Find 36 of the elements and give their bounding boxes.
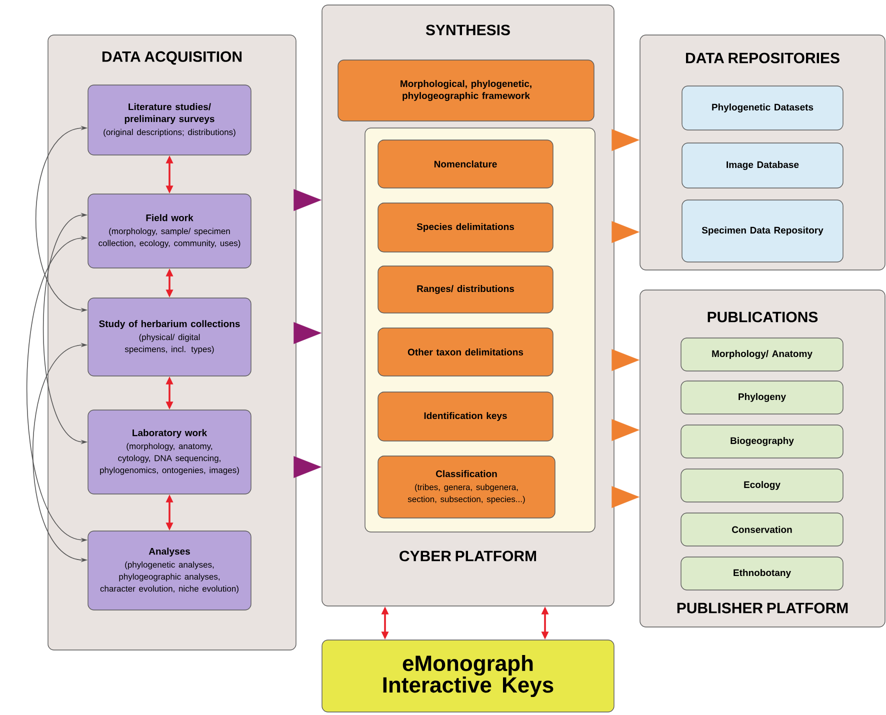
panel-heading: PUBLICATIONS <box>708 312 818 322</box>
process-box: Classification (tribes, genera, subgenera, section, subsection, species...) <box>378 456 556 518</box>
publication-box: Phylogeny <box>680 380 844 414</box>
process-box: Nomenclature <box>378 140 554 188</box>
process-box: Ranges/ distributions <box>378 266 554 314</box>
process-box: Species delimitations <box>378 202 554 252</box>
process-box: Other taxon delimitations <box>378 328 554 376</box>
arrow <box>294 322 322 344</box>
panel-heading: PUBLISHER PLATFORM <box>677 602 848 614</box>
repository-box: Specimen Data Repository <box>682 200 844 262</box>
arrow <box>612 486 640 508</box>
panel-heading: CYBER PLATFORM <box>400 550 536 562</box>
panel-heading: DATA REPOSITORIES <box>686 52 840 64</box>
publication-box: Ecology <box>680 468 844 502</box>
publication-box: Ethnobotany <box>680 556 844 590</box>
process-box: Laboratory work (morphology, anatomy, cytology, DNA sequencing, phylogenomics, ontogenies, images) <box>88 410 252 494</box>
process-box: Analyses (phylogenetic analyses, phylogeographic analyses, character evolution, niche evolution) <box>88 530 252 610</box>
arrow <box>612 419 640 441</box>
arrow <box>612 221 640 243</box>
publication-box: Biogeography <box>680 424 844 458</box>
process-box: Study of herbarium collections (physical/ digital specimens, incl. types) <box>88 298 252 376</box>
process-box: Identification keys <box>378 392 554 442</box>
process-box: Morphological, phylogenetic, phylogeographic framework <box>338 60 594 122</box>
process-box: Literature studies/ preliminary surveys (original descriptions; distributions) <box>88 84 252 156</box>
arrow <box>294 456 322 478</box>
arrow <box>612 349 640 371</box>
panel-heading: SYNTHESIS <box>426 24 510 36</box>
publication-box: Conservation <box>680 512 844 546</box>
output-box: eMonograph Interactive Keys <box>322 640 614 712</box>
panel-heading: DATA ACQUISITION <box>102 51 242 65</box>
repository-box: Image Database <box>682 142 844 188</box>
publication-box: Morphology/ Anatomy <box>680 338 844 372</box>
arrow <box>612 129 640 151</box>
process-box: Field work (morphology, sample/ specimen collection, ecology, community, uses) <box>88 194 252 268</box>
arrow <box>294 189 322 211</box>
repository-box: Phylogenetic Datasets <box>682 86 844 130</box>
